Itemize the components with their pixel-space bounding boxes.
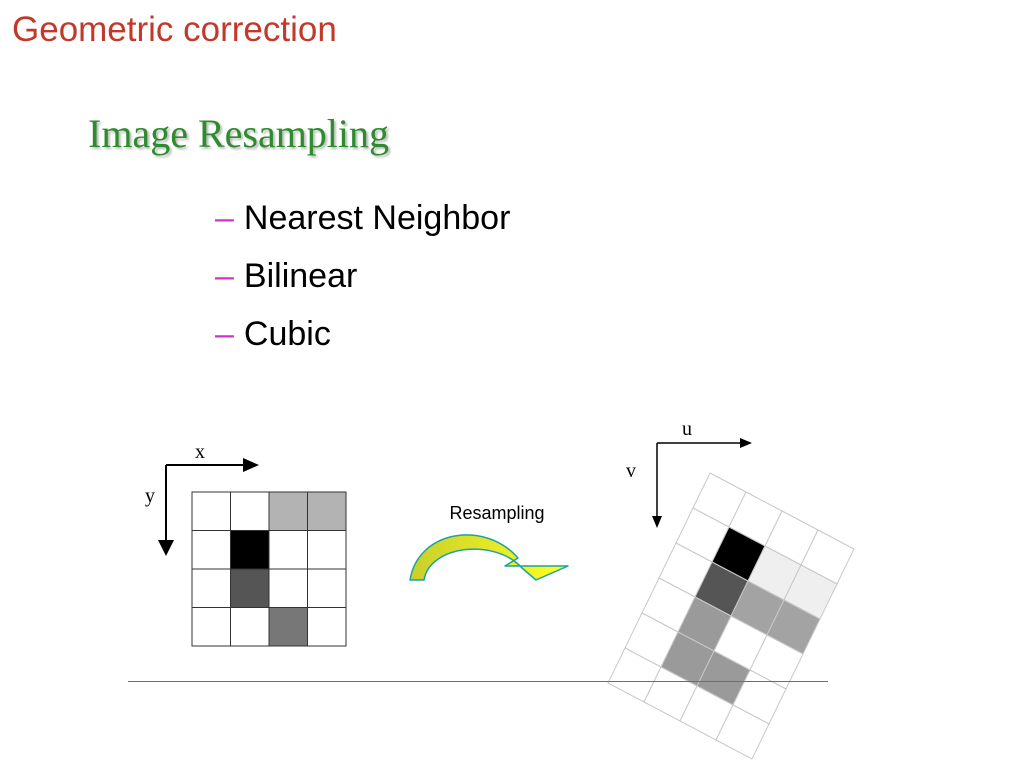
source-pixel-cell	[268, 607, 308, 647]
source-pixel-cell	[230, 491, 270, 531]
v-axis-label: v	[626, 460, 636, 482]
source-pixel-cell	[268, 568, 308, 608]
slide-header-title: Geometric correction	[12, 10, 337, 49]
source-pixel-cell	[307, 607, 347, 647]
list-item: –Cubic	[215, 312, 510, 370]
source-pixel-cell	[307, 530, 347, 570]
list-item: –Nearest Neighbor	[215, 196, 510, 254]
section-title: Image Resampling	[88, 111, 390, 156]
u-axis-label: u	[682, 418, 692, 440]
bullet-dash: –	[215, 257, 234, 295]
v-axis-arrowhead	[652, 516, 662, 528]
u-axis-arrowhead	[740, 438, 752, 448]
x-axis-label: x	[195, 441, 205, 463]
resampling-label: Resampling	[449, 503, 544, 523]
target-pixel-grid	[607, 472, 855, 760]
source-pixel-grid	[191, 491, 347, 647]
source-pixel-cell	[230, 530, 270, 570]
list-item: –Bilinear	[215, 254, 510, 312]
source-pixel-cell	[191, 607, 231, 647]
resampling-methods-list: –Nearest Neighbor –Bilinear –Cubic	[215, 196, 510, 370]
list-item-label: Nearest Neighbor	[243, 199, 511, 237]
source-pixel-cell	[268, 491, 308, 531]
y-axis-arrowhead	[158, 540, 174, 556]
source-pixel-cell	[230, 607, 270, 647]
source-pixel-cell	[191, 530, 231, 570]
list-item-label: Bilinear	[243, 257, 358, 295]
source-pixel-cell	[268, 530, 308, 570]
source-pixel-cell	[230, 568, 270, 608]
source-pixel-cell	[307, 568, 347, 608]
x-axis-arrowhead	[243, 458, 259, 472]
bullet-dash: –	[215, 199, 234, 237]
source-axes: x y	[145, 441, 259, 556]
source-pixel-cell	[191, 568, 231, 608]
target-axes: u v	[626, 418, 752, 528]
source-pixel-cell	[191, 491, 231, 531]
divider-line	[128, 681, 828, 682]
bullet-dash: –	[215, 315, 234, 353]
list-item-label: Cubic	[243, 315, 331, 353]
target-pixel-cell	[715, 704, 770, 760]
y-axis-label: y	[145, 485, 155, 507]
resampling-arrow: Resampling	[409, 503, 569, 581]
source-pixel-cell	[307, 491, 347, 531]
